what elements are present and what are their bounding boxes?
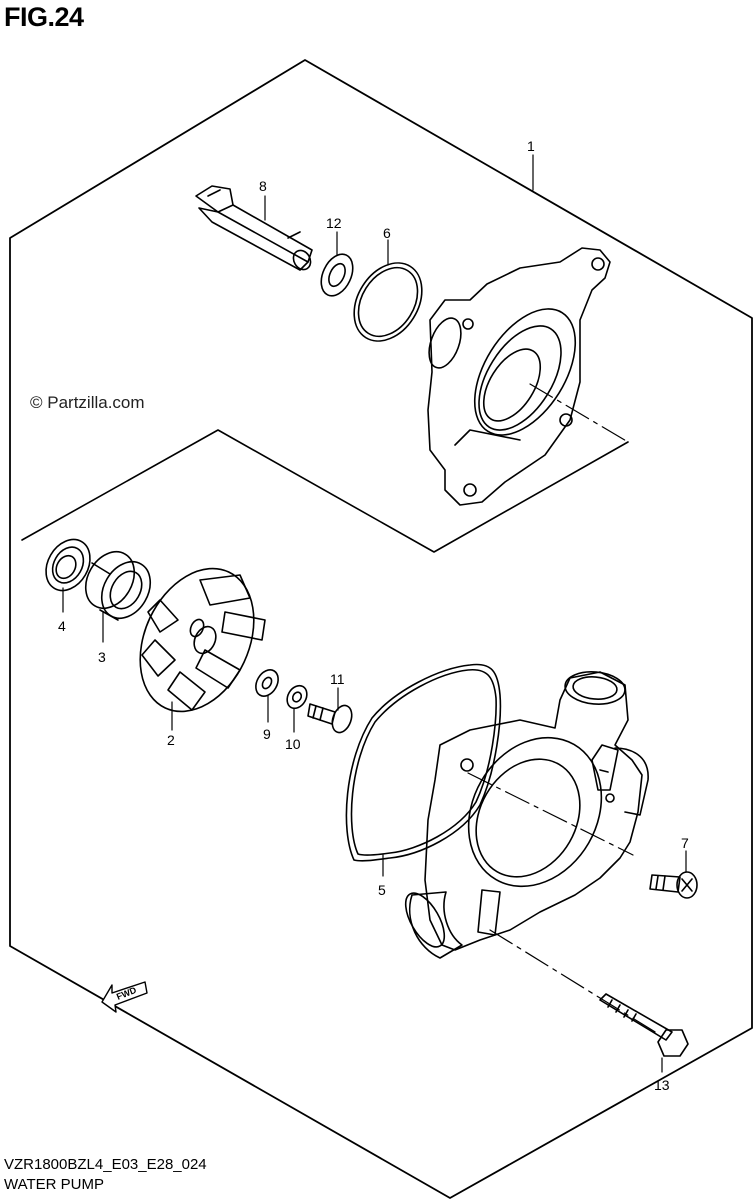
washer-part-9	[255, 669, 279, 697]
callout-10: 10	[285, 736, 301, 752]
bolt-part-11	[307, 703, 353, 734]
callout-1: 1	[527, 138, 535, 154]
callout-2: 2	[167, 732, 175, 748]
o-ring-part-6	[353, 262, 423, 342]
oil-seal-part-4	[45, 538, 91, 592]
callout-5: 5	[378, 882, 386, 898]
callout-4: 4	[58, 618, 66, 634]
figure-title: FIG.24	[4, 2, 84, 32]
impeller-part-2	[139, 567, 266, 713]
fwd-arrow-icon: FWD	[101, 981, 148, 1013]
gasket-part-5	[345, 663, 502, 862]
bolt-part-13	[599, 993, 689, 1057]
alignment-lines	[467, 383, 661, 1036]
bolt-part-7	[649, 871, 698, 899]
assembly-outline	[9, 59, 753, 1199]
pump-cover-part-1	[427, 247, 611, 506]
water-pump-body	[404, 671, 649, 959]
callout-9: 9	[263, 726, 271, 742]
callout-12: 12	[326, 215, 342, 231]
footer-assembly-name: WATER PUMP	[4, 1176, 104, 1193]
washer-part-10	[286, 684, 308, 710]
callout-8: 8	[259, 178, 267, 194]
mechanical-seal-part-3	[84, 550, 152, 621]
callout-6: 6	[383, 225, 391, 241]
callout-11: 11	[330, 671, 345, 687]
footer-model-code: VZR1800BZL4_E03_E28_024	[4, 1156, 207, 1173]
watermark: © Partzilla.com	[30, 393, 145, 412]
washer-part-12	[320, 253, 354, 297]
callout-3: 3	[98, 649, 106, 665]
callout-7: 7	[681, 835, 689, 851]
callout-13: 13	[654, 1077, 670, 1093]
leader-lines	[62, 154, 687, 1073]
shaft-part-8	[195, 185, 313, 271]
inner-panel-outline	[21, 429, 629, 553]
